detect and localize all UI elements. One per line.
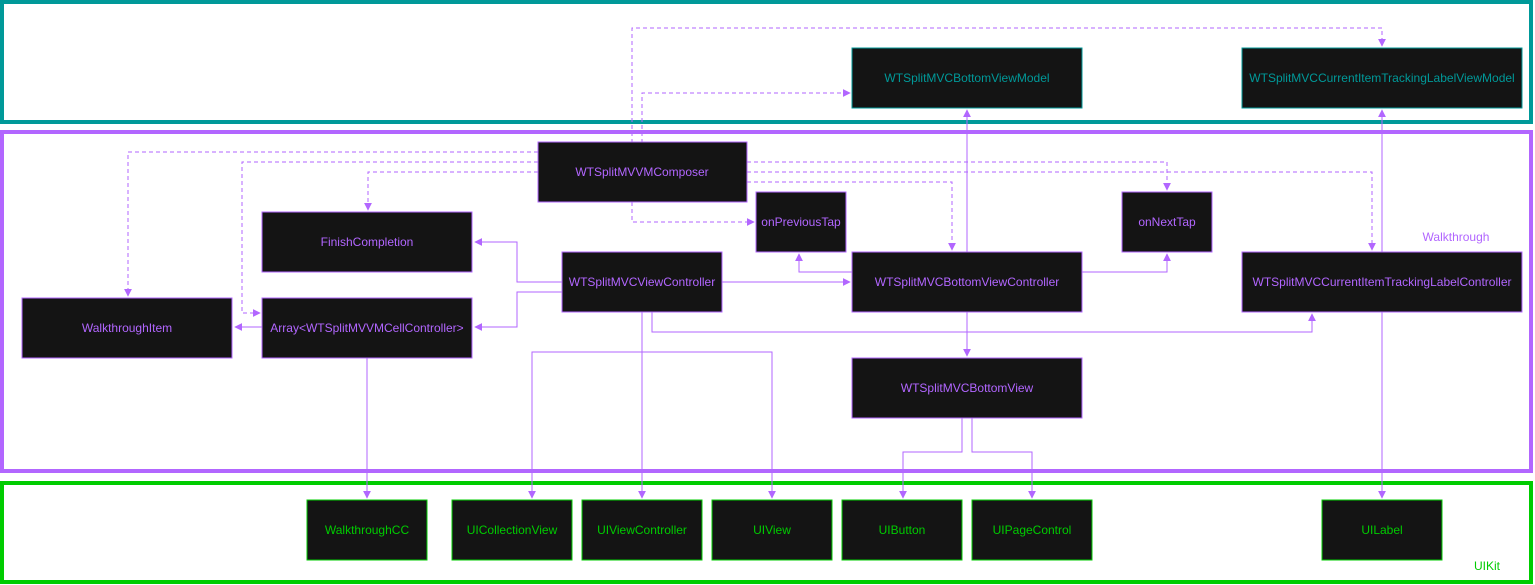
edge-vc-to-cell-controller-array [474, 291, 562, 331]
node-ui-label[interactable]: UILabel [1321, 499, 1443, 561]
edge-bottom-view-to-ui-button [899, 418, 963, 499]
edge-composer-to-bottom-view-controller [747, 181, 956, 251]
node-ui-collection-view-label: UICollectionView [467, 523, 558, 537]
node-ui-button[interactable]: UIButton [841, 499, 963, 561]
edge-vc-to-ui-collection-view [528, 351, 642, 499]
node-bottom-view-label: WTSplitMVCBottomView [901, 381, 1034, 395]
edge-bottom-vc-to-on-next-tap [1082, 253, 1171, 273]
walkthrough-group-label: Walkthrough [1423, 230, 1490, 244]
edge-vc-to-finish-completion [474, 238, 562, 283]
viewmodel-group [0, 0, 1533, 124]
node-bottom-view-controller-label: WTSplitMVCBottomViewController [875, 275, 1060, 289]
node-composer[interactable]: WTSplitMVVMComposer [537, 141, 748, 203]
node-tracking-label-controller[interactable]: WTSplitMVCCurrentItemTrackingLabelContro… [1241, 251, 1523, 313]
node-cell-controller-array[interactable]: Array<WTSplitMVVMCellController> [261, 297, 473, 359]
node-tracking-label-controller-label: WTSplitMVCCurrentItemTrackingLabelContro… [1253, 275, 1512, 289]
edge-bottom-view-to-ui-page-control [971, 418, 1036, 499]
node-tracking-label-view-model-label: WTSplitMVCCurrentItemTrackingLabelViewMo… [1249, 71, 1514, 85]
composer-edges [124, 27, 1386, 317]
node-on-next-tap[interactable]: onNextTap [1121, 191, 1213, 253]
edge-vc-to-tracking-label-controller [651, 312, 1316, 333]
node-on-next-tap-label: onNextTap [1138, 215, 1196, 229]
solid-edges [234, 109, 1386, 499]
node-ui-page-control[interactable]: UIPageControl [971, 499, 1093, 561]
edge-composer-to-walkthrough-item [124, 151, 538, 297]
node-on-previous-tap[interactable]: onPreviousTap [755, 191, 847, 253]
node-cell-controller-array-label: Array<WTSplitMVVMCellController> [270, 321, 463, 335]
node-walkthrough-item-label: WalkthroughItem [82, 321, 172, 335]
edge-vc-to-ui-view [642, 351, 776, 499]
node-composer-label: WTSplitMVVMComposer [575, 165, 708, 179]
edge-composer-to-cell-controller-array [241, 161, 538, 317]
node-bottom-view-controller[interactable]: WTSplitMVCBottomViewController [851, 251, 1083, 313]
node-view-controller-label: WTSplitMVCViewController [569, 275, 715, 289]
node-bottom-view-model[interactable]: WTSplitMVCBottomViewModel [851, 47, 1083, 109]
edge-composer-to-bottom-view-model [641, 89, 851, 143]
node-ui-page-control-label: UIPageControl [993, 523, 1072, 537]
edge-composer-to-tracking-label-view-model [631, 27, 1386, 143]
node-ui-button-label: UIButton [879, 523, 926, 537]
node-ui-view-controller[interactable]: UIViewController [581, 499, 703, 561]
edge-composer-to-on-previous-tap [631, 202, 755, 226]
node-walkthrough-item[interactable]: WalkthroughItem [21, 297, 233, 359]
edge-composer-to-tracking-label-controller [747, 171, 1376, 251]
edge-bottom-vc-to-on-previous-tap [795, 253, 852, 273]
node-ui-view-label: UIView [753, 523, 791, 537]
node-bottom-view-model-label: WTSplitMVCBottomViewModel [884, 71, 1049, 85]
edge-composer-to-on-next-tap [747, 161, 1171, 191]
walkthrough-group [0, 130, 1533, 473]
uikit-group [0, 481, 1533, 584]
node-tracking-label-view-model[interactable]: WTSplitMVCCurrentItemTrackingLabelViewMo… [1241, 47, 1523, 109]
node-ui-label-label: UILabel [1361, 523, 1402, 537]
node-on-previous-tap-label: onPreviousTap [761, 215, 841, 229]
node-view-controller[interactable]: WTSplitMVCViewController [561, 251, 723, 313]
edge-composer-to-finish-completion [364, 171, 538, 211]
uikit-group-label: UIKit [1474, 559, 1501, 573]
node-ui-collection-view[interactable]: UICollectionView [451, 499, 573, 561]
node-finish-completion-label: FinishCompletion [321, 235, 414, 249]
node-bottom-view[interactable]: WTSplitMVCBottomView [851, 357, 1083, 419]
node-walkthrough-cc[interactable]: WalkthroughCC [306, 499, 428, 561]
node-finish-completion[interactable]: FinishCompletion [261, 211, 473, 273]
node-walkthrough-cc-label: WalkthroughCC [325, 523, 410, 537]
node-ui-view[interactable]: UIView [711, 499, 833, 561]
node-ui-view-controller-label: UIViewController [597, 523, 687, 537]
